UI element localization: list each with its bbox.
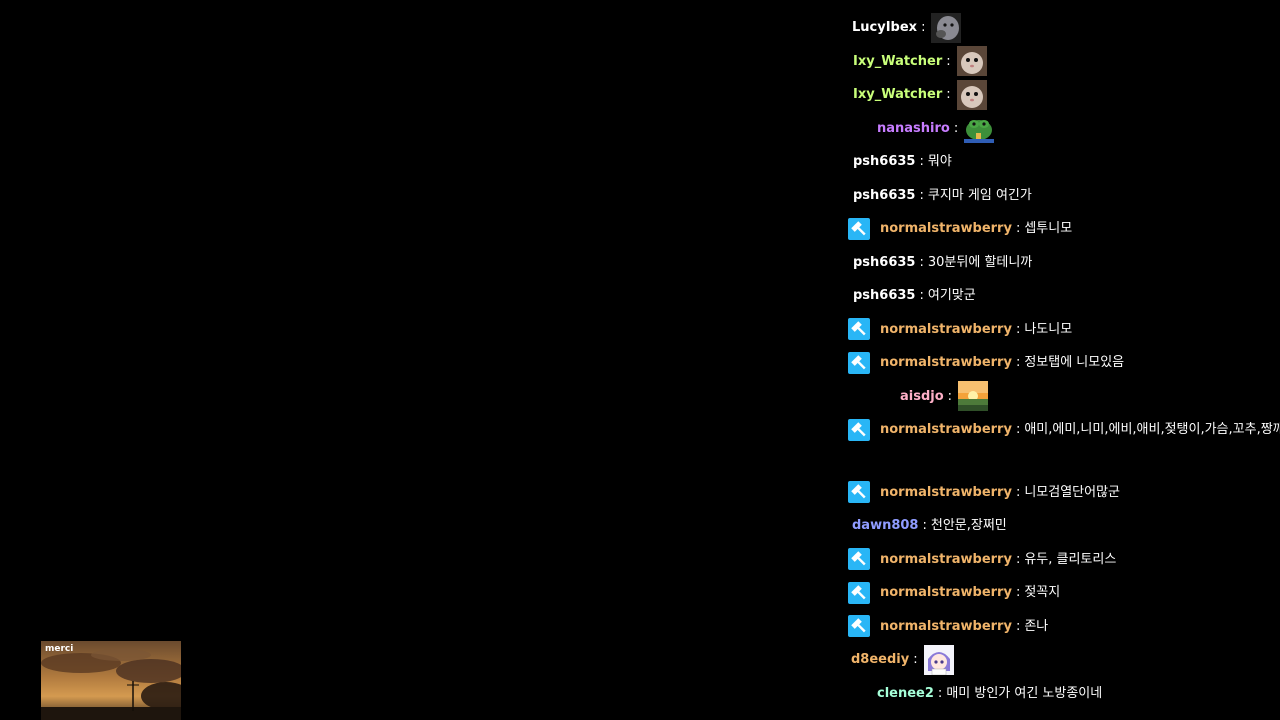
chat-message-text: 정보탭에 니모있음 xyxy=(1024,355,1125,371)
chat-message-text: 젖꼭지 xyxy=(1024,585,1061,601)
chat-separator: : xyxy=(919,187,924,203)
chat-message: normalstrawberry:정보탭에 니모있음 xyxy=(846,346,1280,380)
chat-separator: : xyxy=(919,254,924,270)
chat-username[interactable]: normalstrawberry xyxy=(880,484,1012,500)
chat-separator: : xyxy=(937,685,943,701)
chat-message: normalstrawberry:애미,에미,니미,에비,애비,젖탱이,가슴,꼬… xyxy=(846,413,1280,447)
chat-separator: : xyxy=(1015,551,1021,567)
frog-emote xyxy=(964,113,995,144)
chat-separator: : xyxy=(1015,355,1021,371)
chat-message-text: 니모검열단어많군 xyxy=(1024,484,1121,500)
chat-username[interactable]: clenee2 xyxy=(877,685,934,701)
chat-username[interactable]: psh6635 xyxy=(853,154,916,170)
chat-message: psh6635:30분뒤에 할테니까 xyxy=(846,246,1280,280)
chat-message-text: 애미,에미,니미,에비,애비,젖탱이,가슴,꼬추,짱깨 xyxy=(1024,422,1280,438)
chat-username[interactable]: d8eediy xyxy=(851,652,910,668)
chat-username[interactable]: aisdjo xyxy=(900,388,944,404)
chat-message: clenee2:매미 방인가 여긴 노방종이네 xyxy=(846,677,1280,711)
chat-message: normalstrawberry:니모검열단어많군 xyxy=(846,476,1280,510)
chat-separator: : xyxy=(919,288,924,304)
chat-message: normalstrawberry:나도니모 xyxy=(846,313,1280,347)
chat-message: psh6635:쿠지마 게임 여긴가 xyxy=(846,179,1280,213)
moderator-badge-icon xyxy=(848,318,870,341)
moderator-badge-icon xyxy=(848,581,870,604)
moderator-badge-icon xyxy=(848,351,870,374)
chat-message: LucyIbex: xyxy=(846,11,1280,45)
hamster-emote xyxy=(956,46,987,77)
chat-message: Ixy_Watcher: xyxy=(846,45,1280,79)
moderator-badge-icon xyxy=(848,615,870,638)
moderator-badge-icon xyxy=(848,418,870,441)
moderator-badge-icon xyxy=(848,481,870,504)
moderator-badge-icon xyxy=(848,217,870,240)
chat-message: psh6635:뭐야 xyxy=(846,145,1280,179)
chat-separator: : xyxy=(1015,422,1021,438)
chat-username[interactable]: normalstrawberry xyxy=(880,321,1012,337)
moderator-badge-icon xyxy=(848,548,870,571)
chat-separator: : xyxy=(1015,484,1021,500)
chat-message-text: 여기맞군 xyxy=(927,288,976,304)
chat-message-text: 셉투니모 xyxy=(1024,221,1073,237)
chat-separator: : xyxy=(946,87,951,103)
chat-message: dawn808:천안문,장쩌민 xyxy=(846,509,1280,543)
otter-emote xyxy=(931,12,962,43)
chat-message: normalstrawberry:셉투니모 xyxy=(846,212,1280,246)
chat-message: nanashiro: xyxy=(846,112,1280,146)
sunset-thumbnail-image xyxy=(41,641,181,720)
chat-username[interactable]: Ixy_Watcher xyxy=(853,53,943,69)
chat-username[interactable]: psh6635 xyxy=(853,187,916,203)
chat-message-text: 뭐야 xyxy=(927,154,952,170)
anime-girl-emote xyxy=(923,644,954,675)
chat-message: aisdjo: xyxy=(846,380,1280,414)
chat-username[interactable]: nanashiro xyxy=(877,120,950,136)
chat-message-text: 천안문,장쩌민 xyxy=(930,518,1007,534)
chat-message-text: 쿠지마 게임 여긴가 xyxy=(927,187,1032,203)
chat-separator: : xyxy=(913,652,918,668)
chat-username[interactable]: dawn808 xyxy=(852,518,919,534)
chat-username[interactable]: psh6635 xyxy=(853,288,916,304)
chat-message: normalstrawberry:존나 xyxy=(846,610,1280,644)
chat-username[interactable]: normalstrawberry xyxy=(880,551,1012,567)
chat-username[interactable]: normalstrawberry xyxy=(880,355,1012,371)
chat-username[interactable]: LucyIbex xyxy=(852,20,918,36)
chat-separator: : xyxy=(1015,321,1021,337)
chat-username[interactable]: normalstrawberry xyxy=(880,422,1012,438)
chat-username[interactable]: psh6635 xyxy=(853,254,916,270)
chat-separator: : xyxy=(1015,618,1021,634)
channel-logo: merci xyxy=(45,644,74,654)
chat-message: d8eediy: xyxy=(846,643,1280,677)
sunset-emote xyxy=(958,381,989,412)
chat-username[interactable]: Ixy_Watcher xyxy=(853,87,943,103)
chat-message-text: 유두, 클리토리스 xyxy=(1024,551,1117,567)
chat-username[interactable]: normalstrawberry xyxy=(880,618,1012,634)
chat-separator: : xyxy=(1015,221,1021,237)
chat-message: normalstrawberry:유두, 클리토리스 xyxy=(846,543,1280,577)
chat-message: normalstrawberry:젖꼭지 xyxy=(846,576,1280,610)
chat-username[interactable]: normalstrawberry xyxy=(880,221,1012,237)
hamster-emote xyxy=(956,79,987,110)
chat-separator: : xyxy=(1015,585,1021,601)
video-thumbnail[interactable]: merci xyxy=(41,641,181,720)
chat-username[interactable]: normalstrawberry xyxy=(880,585,1012,601)
chat-separator: : xyxy=(921,20,926,36)
chat-separator: : xyxy=(947,388,953,404)
chat-message-text: 나도니모 xyxy=(1024,321,1073,337)
chat-message: psh6635:여기맞군 xyxy=(846,279,1280,313)
chat-separator: : xyxy=(919,154,924,170)
chat-message-text: 30분뒤에 할테니까 xyxy=(927,254,1033,270)
chat-separator: : xyxy=(946,53,951,69)
chat-log: LucyIbex:Ixy_Watcher:Ixy_Watcher:nanashi… xyxy=(846,11,1280,720)
chat-message-text: 매미 방인가 여긴 노방종이네 xyxy=(946,685,1103,701)
chat-message-text: 존나 xyxy=(1024,618,1049,634)
chat-separator: : xyxy=(953,120,959,136)
chat-separator: : xyxy=(922,518,927,534)
chat-message: Ixy_Watcher: xyxy=(846,78,1280,112)
